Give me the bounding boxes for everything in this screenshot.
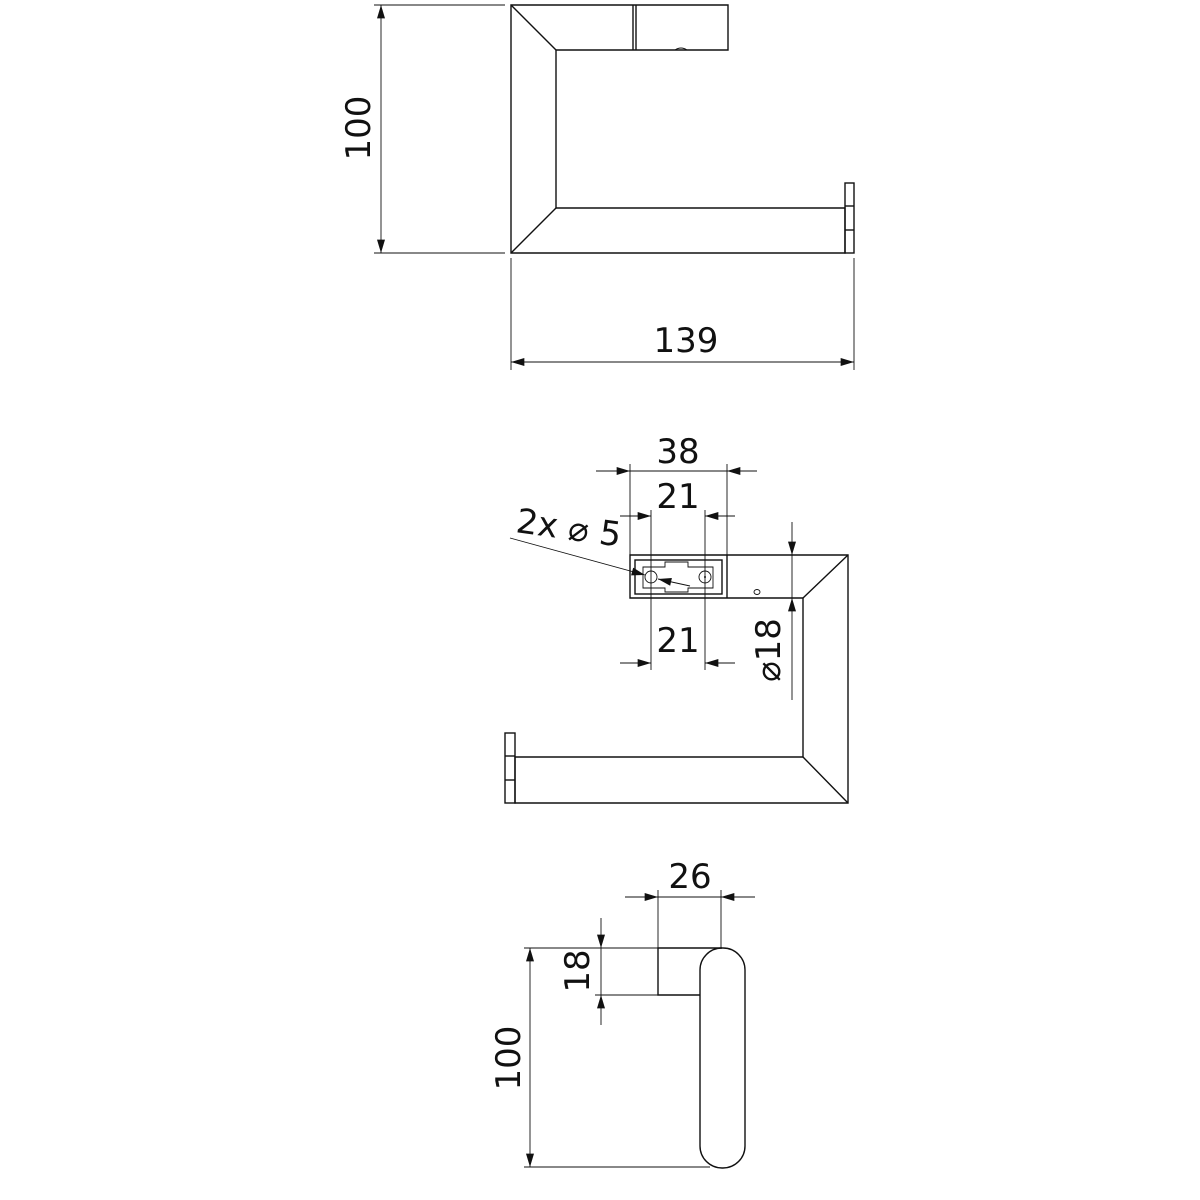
dimension-label: 21 bbox=[656, 621, 699, 661]
dimension-hole-spacing-top: 21 bbox=[620, 477, 735, 670]
top-view: 38 21 21 2x ⌀ 5 ⌀18 bbox=[504, 432, 849, 804]
dimension-label: 100 bbox=[339, 96, 379, 161]
dimension-label: 100 bbox=[489, 1026, 529, 1091]
dimension-label: 18 bbox=[558, 949, 598, 992]
dimension-label: ⌀18 bbox=[749, 618, 789, 682]
dimension-label: 26 bbox=[668, 857, 711, 897]
set-screw bbox=[753, 589, 761, 595]
side-view-outline bbox=[510, 4, 855, 254]
dimension-height: 100 bbox=[339, 4, 505, 254]
dimension-depth: 26 bbox=[625, 857, 755, 948]
dimension-label: 139 bbox=[654, 321, 719, 361]
dimension-label: 38 bbox=[656, 432, 699, 472]
dimension-length: 139 bbox=[510, 258, 855, 370]
top-view-outline bbox=[504, 554, 849, 804]
end-view-outline bbox=[657, 947, 746, 1169]
dimension-width-38: 38 bbox=[596, 432, 757, 555]
dimension-end-height: 100 bbox=[489, 947, 710, 1168]
dimension-hole-spacing-bottom: 21 bbox=[620, 621, 735, 667]
dimension-bracket-height: 18 bbox=[558, 918, 658, 1025]
dimension-rod-diameter: ⌀18 bbox=[749, 522, 796, 700]
end-view: 26 18 100 bbox=[489, 857, 755, 1169]
dimension-label: 2x ⌀ 5 bbox=[514, 501, 624, 555]
side-view: 100 139 bbox=[339, 4, 855, 370]
dimension-label: 21 bbox=[656, 477, 699, 517]
